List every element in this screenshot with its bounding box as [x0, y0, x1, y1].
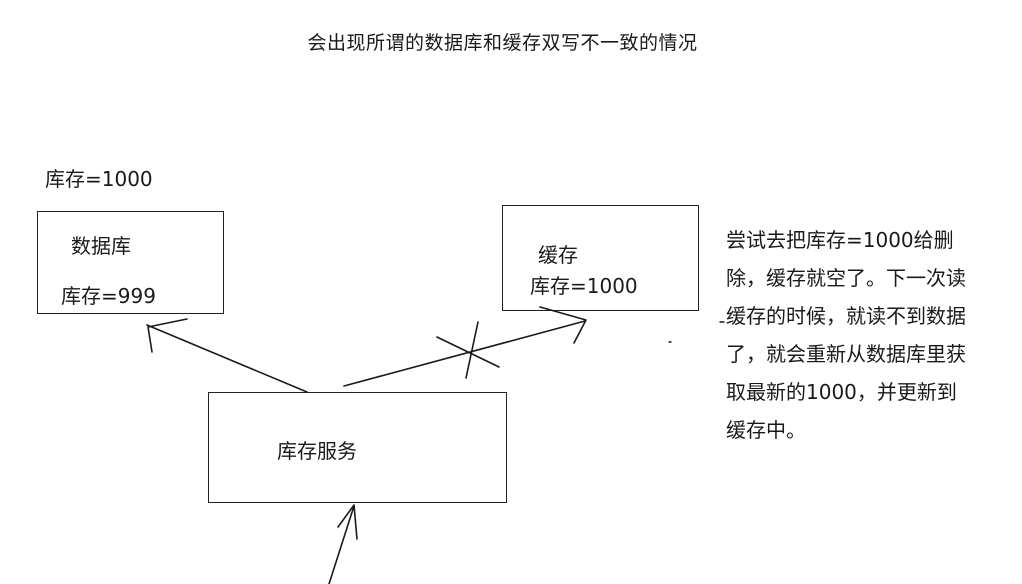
database-box: 数据库 库存=999	[37, 211, 224, 314]
cross-mark-a	[436, 336, 500, 368]
explanation-note: 尝试去把库存=1000给删除，缓存就空了。下一次读缓存的时候，就读不到数据了，就…	[726, 228, 966, 442]
cross-mark-b	[465, 321, 479, 379]
arrow-head-service	[337, 504, 358, 540]
cache-name: 缓存	[538, 243, 578, 267]
service-box: 库存服务	[208, 392, 507, 503]
arrow-head-cache	[539, 306, 587, 344]
arrow-service-to-cache	[343, 320, 586, 387]
cache-value: 库存=1000	[530, 274, 638, 298]
arrow-head-database	[147, 318, 188, 353]
database-value: 库存=999	[61, 284, 156, 308]
stock-label: 库存=1000	[45, 167, 153, 191]
database-name: 数据库	[71, 234, 131, 258]
arrow-service-to-database	[146, 324, 308, 393]
cache-box: 缓存 库存=1000	[502, 205, 699, 311]
service-name: 库存服务	[277, 439, 357, 463]
arrow-into-service	[328, 505, 355, 584]
diagram-title: 会出现所谓的数据库和缓存双写不一致的情况	[307, 32, 698, 54]
